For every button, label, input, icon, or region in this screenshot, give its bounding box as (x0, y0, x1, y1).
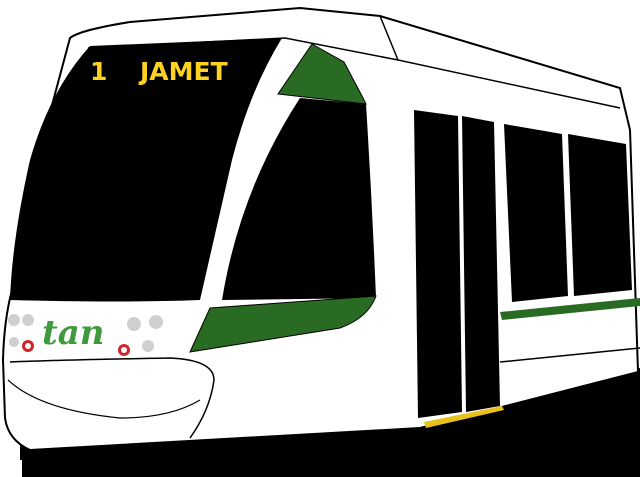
headlight-left-1 (8, 314, 20, 326)
headlight-left-2 (22, 314, 34, 326)
door-seam (459, 115, 465, 413)
front-skirt-curve (7, 379, 201, 419)
cab-side-window (222, 98, 376, 300)
headlight-right-2 (149, 315, 163, 329)
door-step (424, 406, 504, 428)
tail-light-right-inner (121, 347, 127, 353)
door-panel-left (414, 110, 462, 418)
passenger-window-2 (568, 134, 632, 296)
passenger-window-1 (504, 124, 568, 302)
headlight-right-3 (142, 340, 154, 352)
side-stripe (500, 298, 640, 320)
tail-light-left-inner (25, 343, 31, 349)
lower-panel-line (499, 347, 640, 363)
route-number: 1 (90, 57, 107, 86)
front-bumper (9, 357, 215, 439)
cab-green-bottom (189, 295, 377, 353)
headlight-left-3 (9, 337, 19, 347)
windshield (10, 38, 282, 302)
headlight-right-1 (127, 317, 141, 331)
operator-logo: tan (42, 313, 104, 353)
destination-text: JAMET (138, 57, 228, 86)
door-panel-right (462, 116, 500, 412)
cab-green-top (277, 43, 367, 105)
